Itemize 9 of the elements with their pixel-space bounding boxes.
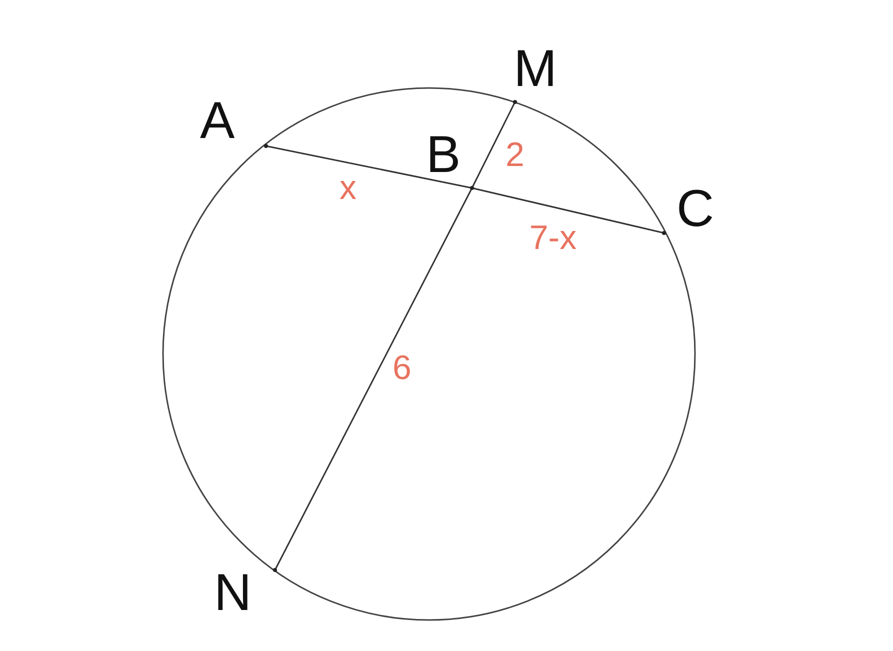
line-segment <box>471 102 516 188</box>
point-label: C <box>676 186 714 232</box>
point-label: N <box>214 570 252 616</box>
point-label: B <box>426 132 461 178</box>
line-segment <box>266 145 472 189</box>
line-segment <box>472 187 664 234</box>
point-label: M <box>514 46 557 92</box>
line-segment <box>274 188 473 570</box>
point-label: A <box>200 98 235 144</box>
